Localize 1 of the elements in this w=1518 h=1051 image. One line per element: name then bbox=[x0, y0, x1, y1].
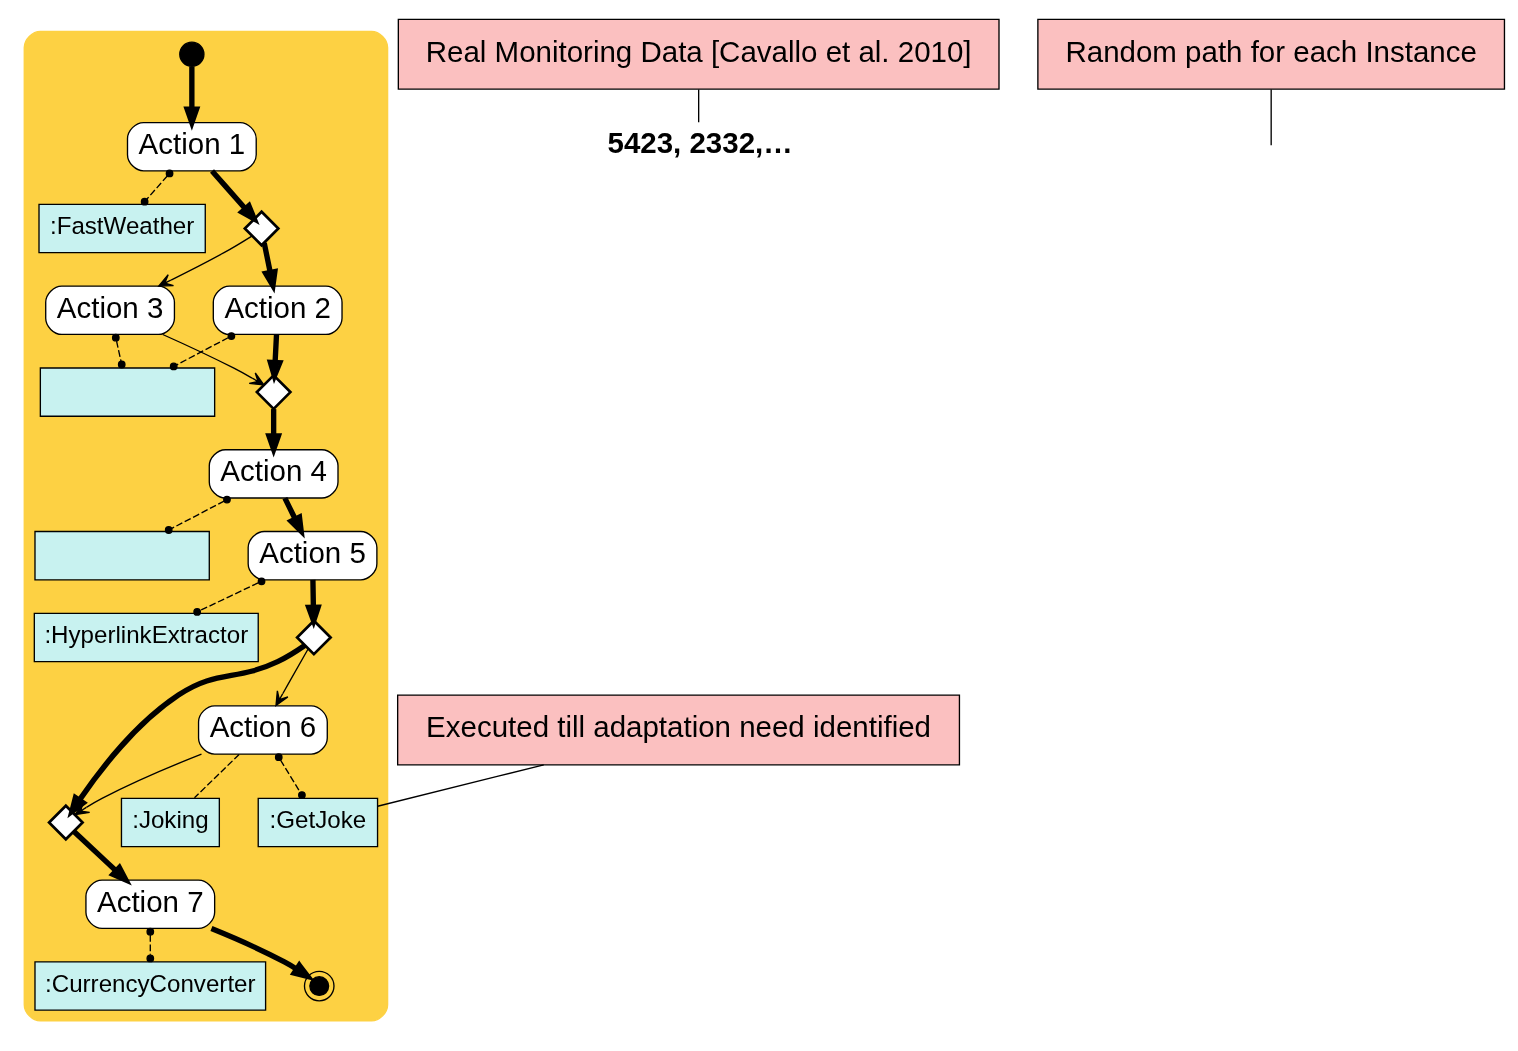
node-text: 5423, 2332,… bbox=[607, 125, 793, 159]
